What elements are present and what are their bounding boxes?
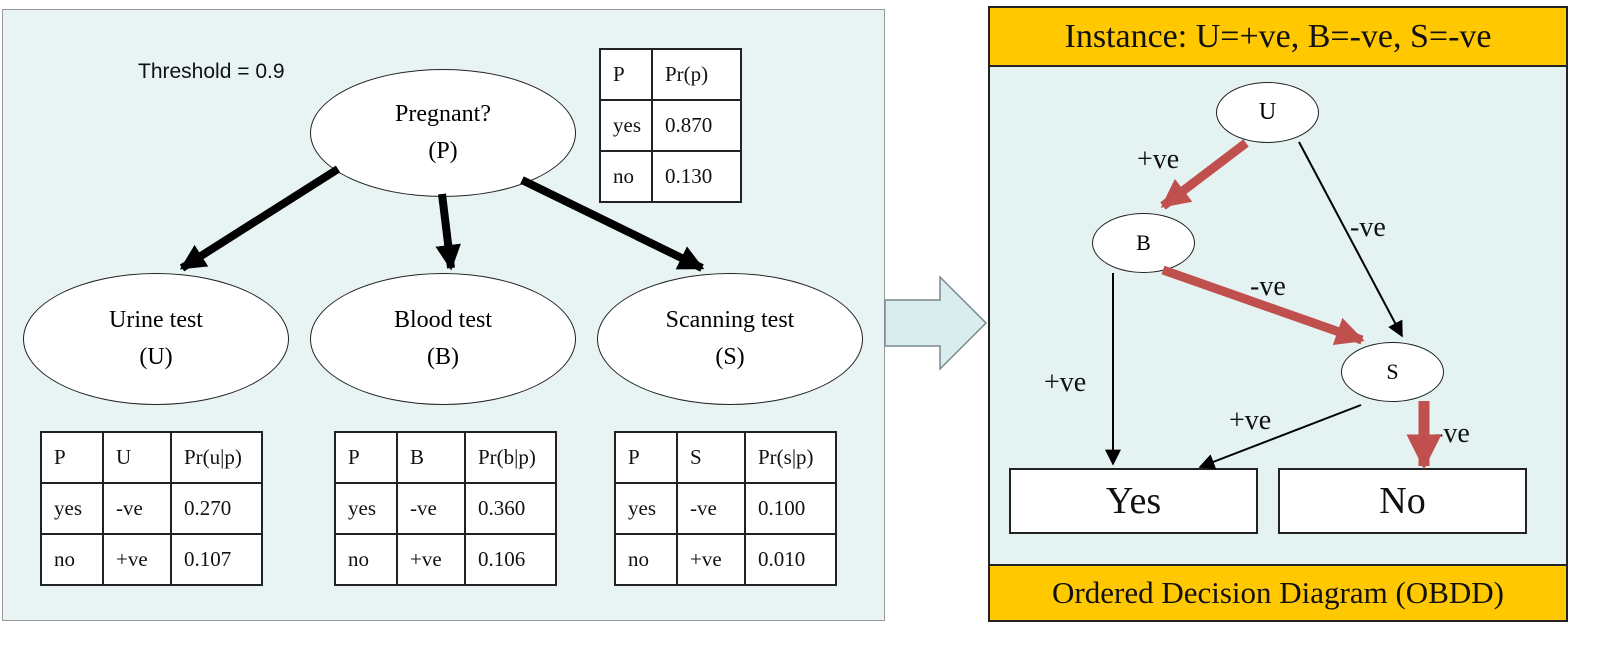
node-urine-test: Urine test (U) [23,273,289,405]
table-header-cell: B [396,431,466,484]
obdd-node-s-label: S [1386,358,1399,384]
cpt-table-scanning: P S Pr(s|p) yes -ve 0.100 no +ve 0.010 [614,431,837,586]
table-cell: +ve [102,533,172,586]
table-row: P Pr(p) [599,48,742,101]
node-blood-test-name: Blood test [393,306,492,333]
node-pregnant-name: Pregnant? [395,100,491,127]
table-row: P U Pr(u|p) [40,431,263,484]
table-row: no 0.130 [599,150,742,203]
table-cell: 0.106 [464,533,557,586]
table-header-cell: U [102,431,172,484]
table-row: yes -ve 0.270 [40,482,263,535]
table-cell: 0.100 [744,482,837,535]
table-cell: yes [614,482,678,535]
threshold-label: Threshold = 0.9 [138,60,285,83]
edge-label-u-b: +ve [1137,144,1180,175]
instance-label: Instance: U=+ve, B=-ve, S=-ve [1064,17,1492,55]
table-row: no +ve 0.106 [334,533,557,586]
node-blood-test: Blood test (B) [310,273,576,405]
table-cell: yes [334,482,398,535]
table-header-cell: P [599,48,653,101]
table-cell: no [614,533,678,586]
node-urine-test-name: Urine test [109,306,203,333]
table-header-cell: P [614,431,678,484]
table-cell: 0.010 [744,533,837,586]
edge-s-yes [1198,404,1362,470]
node-scanning-test-name: Scanning test [665,306,795,333]
table-cell: no [40,533,104,586]
table-row: yes 0.870 [599,99,742,152]
table-cell: 0.107 [170,533,263,586]
node-scanning-test-symbol: (S) [715,344,745,370]
table-row: P S Pr(s|p) [614,431,837,484]
table-cell: -ve [676,482,746,535]
table-cell: 0.870 [651,99,742,152]
node-urine-test-symbol: (U) [139,344,173,370]
edge-label-s-yes: +ve [1229,405,1272,436]
prior-table: P Pr(p) yes 0.870 no 0.130 [599,48,742,203]
edge-u-s [1298,141,1403,338]
cpt-table-urine: P U Pr(u|p) yes -ve 0.270 no +ve 0.107 [40,431,263,586]
node-blood-test-symbol: (B) [427,344,459,370]
output-no: No [1278,468,1527,534]
table-cell: +ve [676,533,746,586]
edge-p-u [179,165,341,272]
table-header-cell: Pr(b|p) [464,431,557,484]
table-header-cell: Pr(p) [651,48,742,101]
table-header-cell: Pr(s|p) [744,431,837,484]
edge-u-b [1160,139,1249,210]
table-cell: no [599,150,653,203]
output-no-label: No [1379,480,1426,522]
table-cell: 0.270 [170,482,263,535]
instance-banner: Instance: U=+ve, B=-ve, S=-ve [990,8,1566,67]
edge-label-b-s: -ve [1250,271,1286,302]
table-row: no +ve 0.107 [40,533,263,586]
table-row: P B Pr(b|p) [334,431,557,484]
table-cell: no [334,533,398,586]
cpt-table-blood: P B Pr(b|p) yes -ve 0.360 no +ve 0.106 [334,431,557,586]
node-scanning-test: Scanning test (S) [597,273,863,405]
table-cell: +ve [396,533,466,586]
table-cell: yes [599,99,653,152]
table-header-cell: P [334,431,398,484]
table-cell: -ve [102,482,172,535]
table-cell: 0.130 [651,150,742,203]
table-header-cell: S [676,431,746,484]
output-yes: Yes [1009,468,1258,534]
output-yes-label: Yes [1105,480,1162,522]
obdd-node-u-label: U [1258,98,1277,125]
table-row: yes -ve 0.100 [614,482,837,535]
obdd-node-b: B [1092,213,1195,273]
obdd-node-u: U [1216,82,1319,143]
edge-p-b [435,193,461,271]
table-cell: -ve [396,482,466,535]
transition-arrow [884,275,988,371]
edge-b-s [1161,265,1365,345]
table-header-cell: Pr(u|p) [170,431,263,484]
node-pregnant-symbol: (P) [428,138,458,164]
edge-p-s [520,176,705,272]
caption-banner: Ordered Decision Diagram (OBDD) [990,564,1566,620]
edge-label-b-yes: +ve [1044,367,1087,398]
node-pregnant: Pregnant? (P) [310,69,576,197]
table-row: yes -ve 0.360 [334,482,557,535]
obdd-node-b-label: B [1136,229,1151,255]
table-row: no +ve 0.010 [614,533,837,586]
obdd-caption: Ordered Decision Diagram (OBDD) [1052,575,1504,610]
table-cell: yes [40,482,104,535]
table-cell: 0.360 [464,482,557,535]
obdd-node-s: S [1341,342,1444,402]
edge-label-u-s: -ve [1350,212,1386,243]
table-header-cell: P [40,431,104,484]
